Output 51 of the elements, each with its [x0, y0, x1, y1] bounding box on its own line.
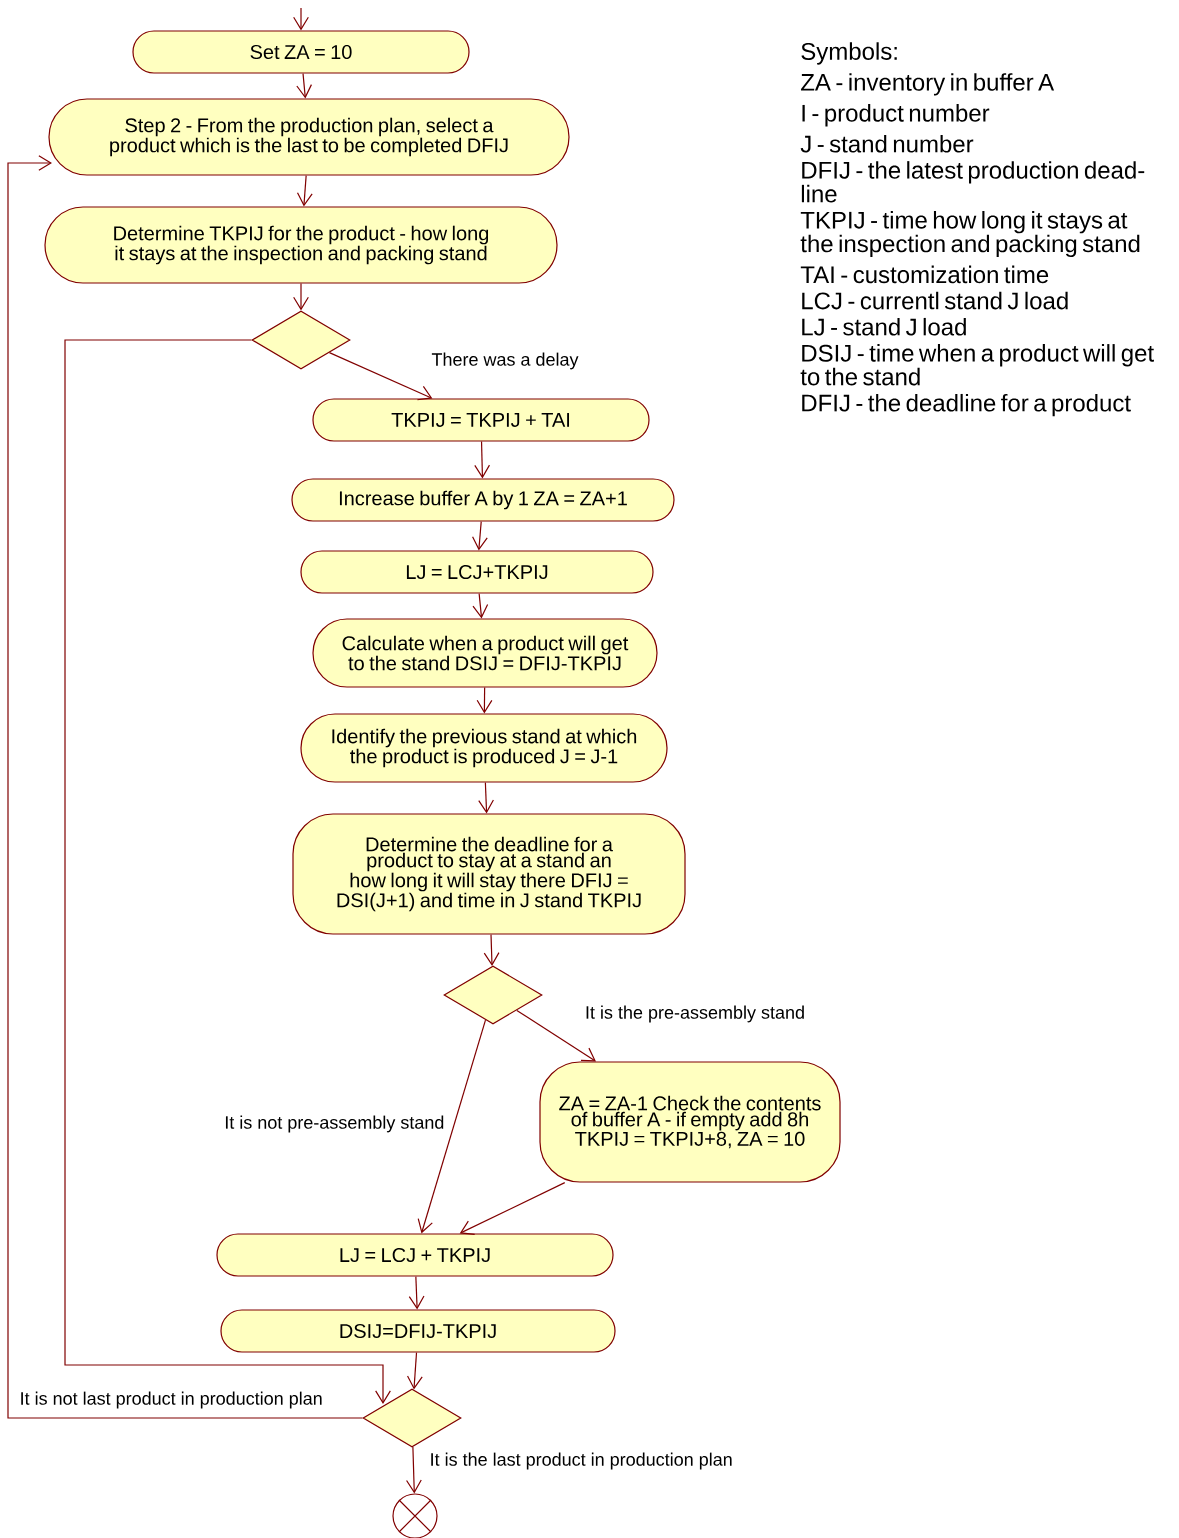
action-box: Step 2 - From the production plan, select a product which is the last to be completed DFIJ [48, 98, 570, 176]
arrow [483, 934, 500, 966]
decision-diamond [251, 310, 351, 370]
symbol-definition: LCJ - currentl stand J load [802, 291, 1068, 310]
edge-label: It is the last product in production plan [428, 1451, 735, 1471]
arrow [516, 1009, 596, 1062]
symbol-definition: TAI - customization time [800, 265, 1049, 284]
arrow [476, 687, 493, 714]
symbol-definition: LJ - stand J load [802, 317, 966, 336]
arrow [478, 782, 494, 814]
action-box: LJ = LCJ + TKPIJ [216, 1233, 614, 1277]
edge-label: It is not last product in production plan [18, 1390, 325, 1410]
action-box: Set ZA = 10 [132, 30, 470, 74]
action-box: Determine the deadline for a product to stay at a stand an how long it will stay there DFIJ = DSI(J+1) and time in J stand TKPIJ [292, 813, 686, 935]
action-box: Increase buffer A by 1 ZA = ZA+1 [291, 478, 675, 522]
arrow [296, 175, 313, 207]
action-box: ZA = ZA-1 Check the contents of buffer A - if empty add 8h TKPIJ = TKPIJ+8, ZA = 10 [539, 1061, 841, 1183]
arrow [7, 155, 363, 1419]
symbol-definition: ZA - inventory in buffer A [801, 73, 1055, 96]
arrow [459, 1182, 566, 1235]
final-node [392, 1493, 438, 1538]
arrow [472, 593, 489, 619]
symbol-definition: DSIJ - time when a product will get to the stand [800, 344, 1154, 386]
arrow [406, 1352, 423, 1390]
symbol-definition: I - product number [802, 104, 990, 127]
symbol-definition: DFIJ - the deadline for a product [802, 393, 1131, 417]
arrow [296, 73, 313, 99]
arrow [293, 7, 309, 31]
decision-diamond [362, 1388, 462, 1448]
decision-diamond [443, 965, 543, 1025]
arrow [417, 1019, 487, 1234]
action-box: LJ = LCJ+TKPIJ [300, 550, 654, 594]
arrow [474, 441, 491, 479]
action-box: Identify the previous stand at which the product is produced J = J-1 [300, 713, 668, 783]
arrow [472, 521, 488, 551]
symbol-definition: DFIJ - the latest production dead-line [801, 161, 1145, 203]
arrow [293, 283, 309, 311]
arrow [405, 1446, 422, 1494]
symbol-definition: TKPIJ - time how long it stays at the inspection and packing stand [800, 211, 1140, 258]
symbol-definition: Symbols: [801, 42, 897, 65]
arrow [64, 339, 391, 1404]
arrow [408, 1276, 425, 1310]
edge-label: There was a delay [430, 351, 580, 371]
symbol-definition: J - stand number [800, 135, 974, 153]
action-box: Calculate when a product will get to the stand DSIJ = DFIJ-TKPIJ [312, 618, 658, 688]
action-box: TKPIJ = TKPIJ + TAI [312, 398, 650, 442]
action-box: DSIJ=DFIJ-TKPIJ [220, 1309, 616, 1353]
edge-label: It is the pre-assembly stand [583, 1004, 807, 1024]
edge-label: It is not pre-assembly stand [222, 1114, 446, 1134]
arrow [328, 352, 433, 401]
action-box: Determine TKPIJ for the product - how long it stays at the inspection and packing stand [44, 206, 558, 284]
